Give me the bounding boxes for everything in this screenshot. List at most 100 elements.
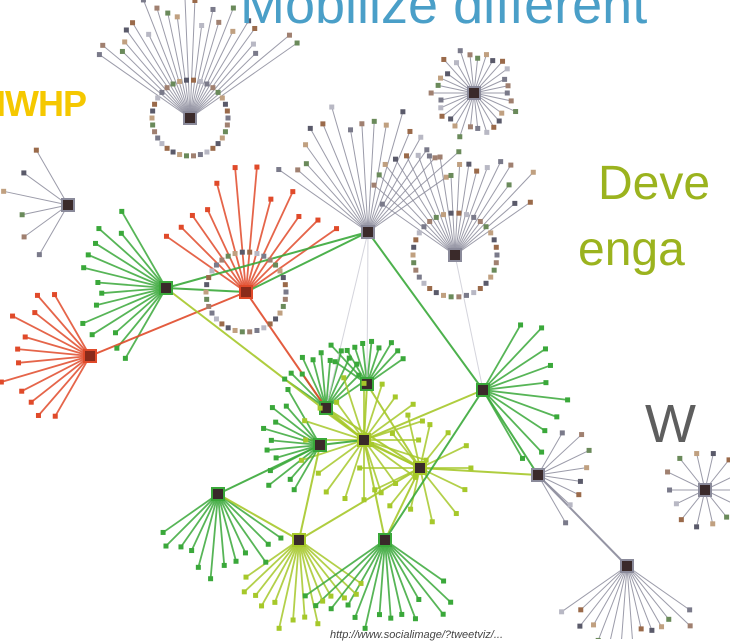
leaf-node — [427, 422, 433, 428]
spoke-edge — [245, 215, 300, 293]
spoke-edge — [626, 565, 662, 627]
leaf-node — [19, 388, 25, 394]
spoke-edge — [363, 439, 427, 462]
leaf-node — [400, 109, 406, 115]
link-edge — [367, 231, 484, 391]
link-edge — [165, 231, 369, 289]
spoke-edge — [245, 198, 272, 293]
leaf-node — [445, 71, 451, 77]
ring-node — [261, 253, 267, 259]
leaf-node — [371, 118, 377, 124]
leaf-node — [392, 156, 398, 162]
leaf-node — [439, 113, 445, 119]
spoke-edge — [309, 128, 369, 233]
leaf-node — [315, 621, 321, 627]
leaf-node — [438, 97, 444, 103]
spoke-edge — [561, 565, 628, 613]
leaf-node — [475, 125, 481, 131]
spoke-edge — [189, 25, 203, 119]
leaf-node — [303, 142, 309, 148]
spoke-edge — [454, 171, 534, 256]
spoke-edge — [382, 203, 456, 256]
leaf-node — [195, 564, 201, 570]
ring-node — [210, 145, 216, 151]
spoke-edge — [245, 166, 258, 293]
leaf-node — [659, 624, 665, 630]
leaf-node — [253, 592, 259, 598]
leaf-node — [332, 359, 338, 365]
spoke-edge — [301, 439, 365, 462]
leaf-node — [28, 399, 34, 405]
leaf-node — [388, 340, 394, 346]
spoke-edge — [275, 444, 321, 459]
ring-node — [433, 214, 439, 220]
leaf-node — [93, 240, 99, 246]
spoke-edge — [304, 419, 365, 441]
leaf-node — [307, 125, 313, 131]
engage-label: enga — [578, 223, 685, 276]
leaf-node — [99, 290, 105, 296]
ring-node — [219, 95, 225, 101]
ring-node — [219, 257, 225, 263]
leaf-node — [302, 614, 308, 620]
leaf-node — [52, 292, 58, 298]
leaf-node — [457, 48, 463, 54]
spoke-edge — [322, 123, 369, 233]
leaf-node — [276, 625, 282, 631]
link-edge — [245, 231, 369, 293]
spoke-edge — [82, 287, 167, 325]
spoke-edge — [245, 227, 338, 293]
spoke-edge — [34, 311, 91, 357]
ring-node — [410, 252, 416, 258]
leaf-node — [334, 399, 340, 405]
ring-node — [209, 268, 215, 274]
leaf-node — [303, 437, 309, 443]
spoke-edge — [98, 227, 167, 289]
spoke-edge — [363, 383, 383, 441]
leaf-node — [291, 487, 297, 493]
leaf-node — [429, 519, 435, 525]
spoke-edge — [406, 155, 456, 256]
ring-node — [441, 292, 447, 298]
spoke-edge — [378, 174, 456, 256]
leaf-node — [505, 83, 511, 89]
leaf-node — [100, 42, 106, 48]
leaf-node — [404, 153, 410, 159]
spoke-edge — [189, 20, 250, 119]
leaf-node — [710, 451, 716, 457]
ring-node — [159, 141, 165, 147]
leaf-node — [466, 161, 472, 167]
spoke-edge — [297, 169, 369, 233]
leaf-node — [357, 465, 363, 471]
leaf-node — [426, 153, 432, 159]
spoke-edge — [366, 341, 373, 385]
ring-node — [493, 244, 499, 250]
spoke-edge — [367, 151, 460, 233]
spoke-edge — [395, 158, 456, 256]
spoke-edge — [275, 421, 321, 446]
ring-node — [225, 325, 231, 331]
leaf-node — [317, 405, 323, 411]
ring-node — [456, 210, 462, 216]
ring-node — [491, 267, 497, 273]
spoke-edge — [142, 0, 191, 119]
leaf-node — [500, 58, 506, 64]
spoke-edge — [1, 355, 91, 383]
leaf-node — [392, 394, 398, 400]
spoke-edge — [419, 444, 467, 469]
leaf-node — [530, 169, 536, 175]
leaf-node — [694, 451, 700, 457]
leaf-node — [352, 614, 358, 620]
leaf-node — [163, 233, 169, 239]
spoke-edge — [197, 493, 219, 568]
spoke-edge — [384, 539, 445, 582]
spoke-edge — [156, 7, 191, 119]
spoke-edge — [114, 287, 167, 334]
leaf-node — [303, 161, 309, 167]
ring-node — [277, 310, 283, 316]
leaf-node — [265, 541, 271, 547]
spoke-edge — [454, 164, 470, 256]
spoke-edge — [243, 539, 300, 593]
spoke-edge — [189, 22, 220, 119]
spoke-edge — [454, 164, 512, 256]
